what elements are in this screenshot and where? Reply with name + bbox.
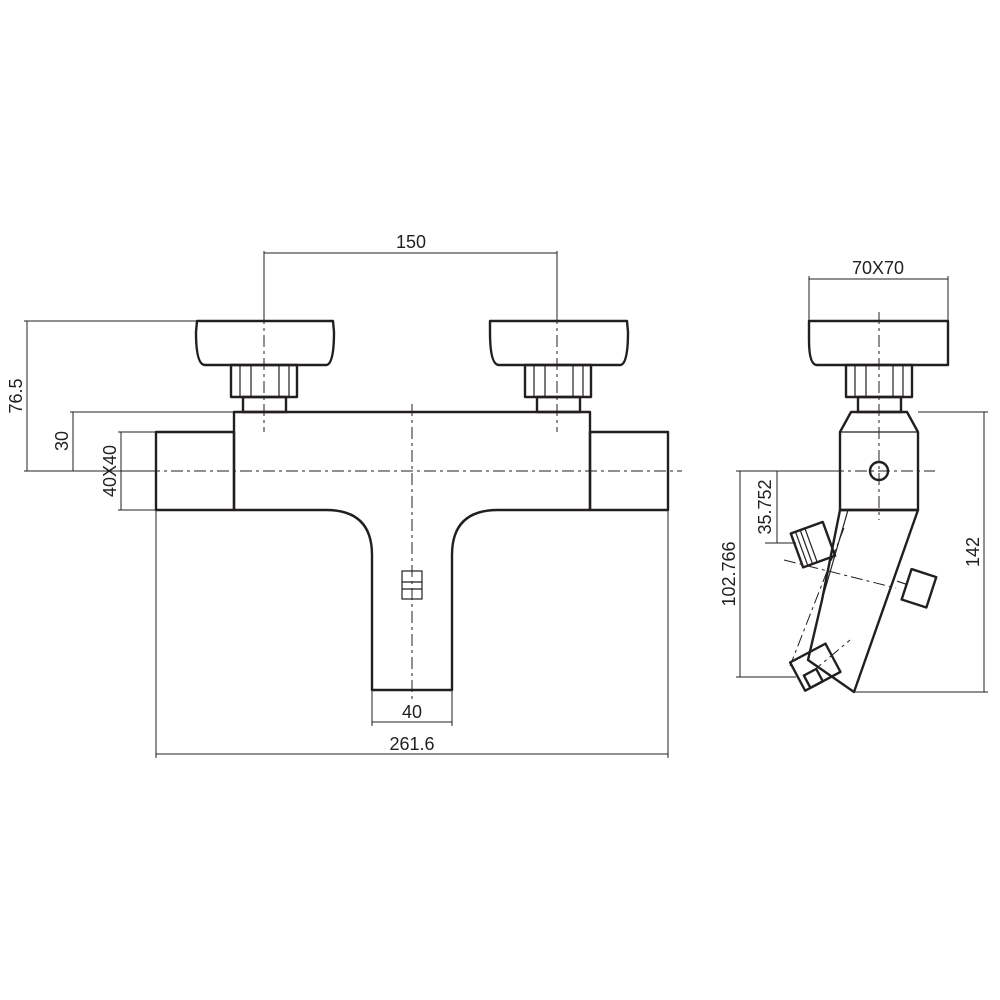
dim-handle-spacing: 150 — [396, 232, 426, 252]
dim-overall-width: 261.6 — [389, 734, 434, 754]
dim-spout-width: 40 — [402, 702, 422, 722]
front-dimensions: 150 76.5 30 40X40 40 261.6 — [6, 232, 669, 758]
side-upper-fitting — [789, 520, 837, 569]
right-handle — [488, 319, 630, 367]
dim-spout-depth: 102.766 — [719, 541, 739, 606]
dim-body-offset: 30 — [52, 431, 72, 451]
side-spout — [806, 508, 920, 694]
front-view — [148, 312, 682, 700]
dim-top-height: 76.5 — [6, 378, 26, 413]
side-dimensions: 70X70 35.752 102.766 142 — [719, 258, 988, 693]
side-right-pin — [896, 567, 938, 609]
left-handle — [194, 319, 336, 367]
dim-side-offset: 35.752 — [755, 479, 775, 534]
side-view — [783, 312, 950, 694]
side-lower-fitting — [788, 642, 842, 692]
dim-inlet-section: 40X40 — [100, 445, 120, 497]
right-hex-nut — [523, 363, 593, 414]
dim-handle-size: 70X70 — [852, 258, 904, 278]
dim-overall-depth: 142 — [963, 537, 983, 567]
